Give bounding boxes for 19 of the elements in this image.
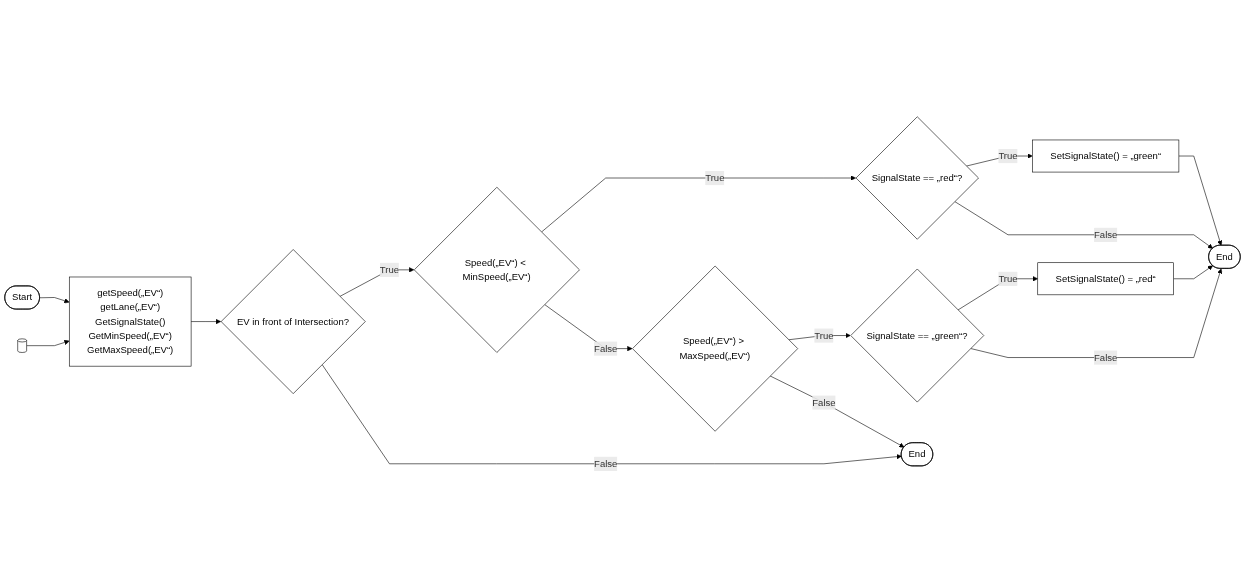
node-diamond: SignalState == „red“? [855, 116, 979, 240]
edge-label: False [1094, 352, 1118, 363]
edge-label: True [705, 172, 725, 183]
node-diamond: EV in front of Intersection? [220, 249, 366, 395]
edge-label: True [814, 330, 834, 341]
node-diamond: Speed(„EV“) > MaxSpeed(„EV“) [632, 265, 799, 432]
edge-label: False [1094, 229, 1118, 240]
node-diamond: SignalState == „green“? [850, 268, 985, 403]
node-diamond: Speed(„EV“) < MinSpeed(„EV“) [413, 187, 580, 353]
edge-label: False [594, 343, 618, 354]
edge-label: True [998, 150, 1018, 161]
node-box: SetSignalState() = „green“ [1032, 139, 1180, 173]
edge-label: False [812, 397, 836, 408]
node-box: SetSignalState() = „red“ [1037, 262, 1174, 296]
edge-label: False [594, 458, 618, 469]
edge-label: True [379, 264, 400, 275]
node-box: getSpeed(„EV“) getLane(„EV“) GetSignalState() GetMinSpeed(„EV“) GetMaxSpeed(„EV“) [68, 276, 192, 367]
edge-label: True [998, 273, 1018, 284]
node-cylinder [17, 338, 27, 353]
